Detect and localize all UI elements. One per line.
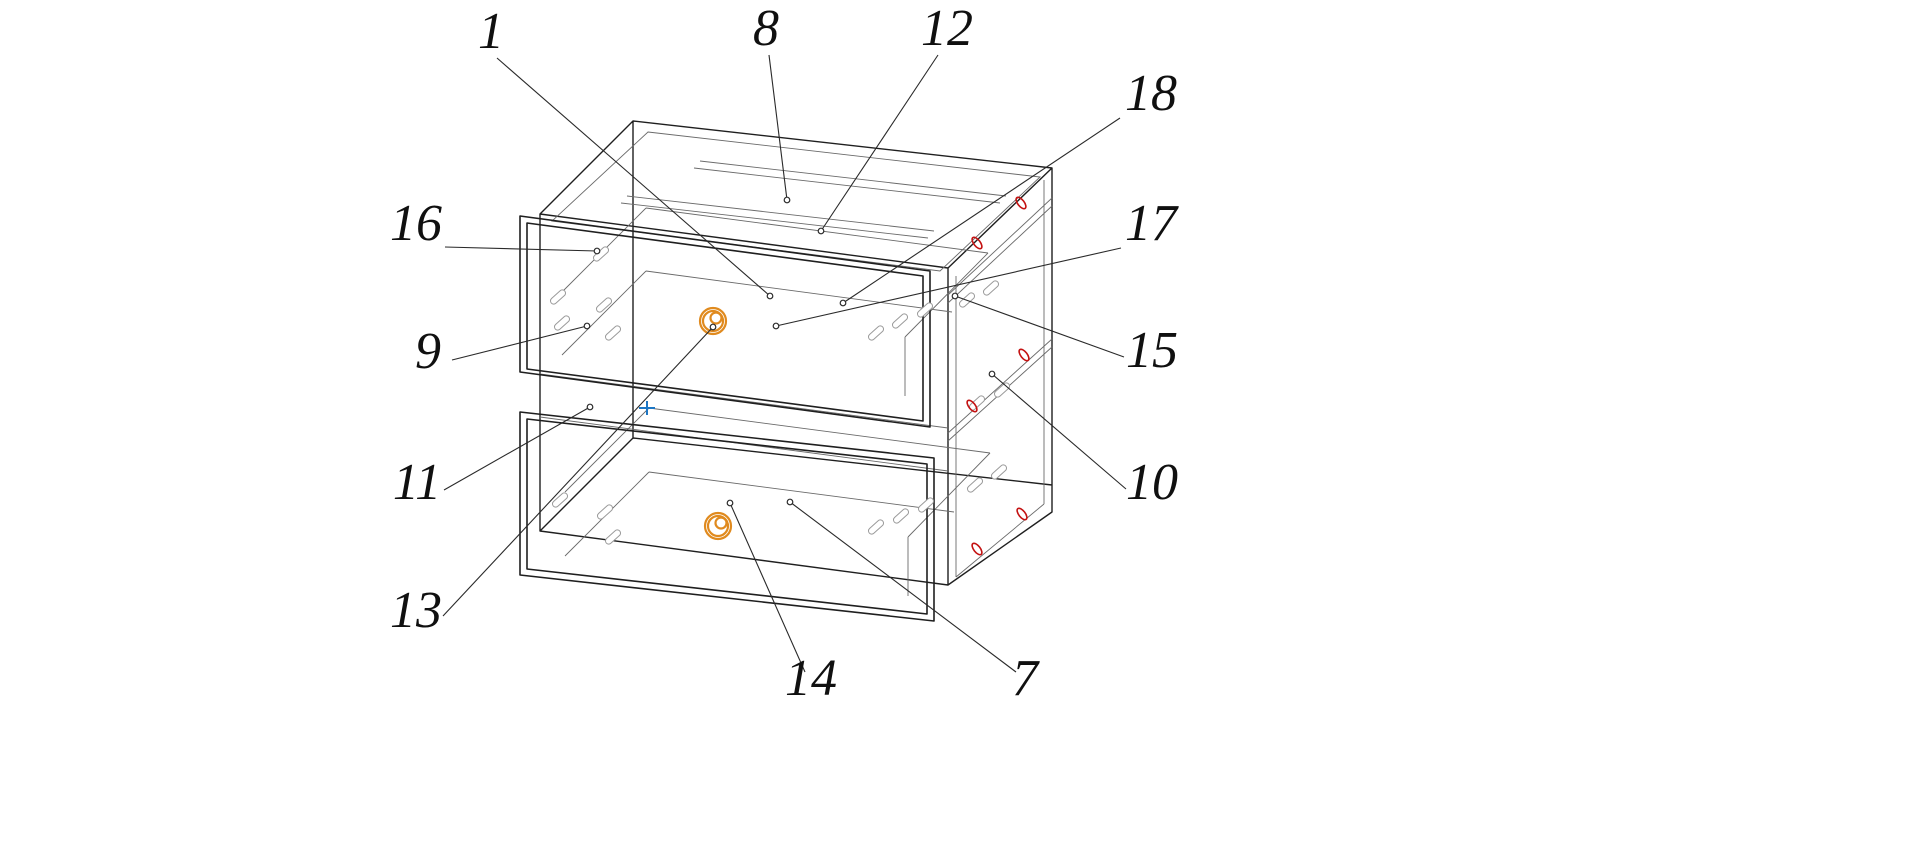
leader-endpoint — [726, 499, 734, 507]
center-mark — [639, 401, 655, 415]
leader-endpoint — [586, 403, 594, 411]
leader-endpoint — [766, 292, 774, 300]
callout-label-17: 17 — [1125, 195, 1179, 252]
dowel-pin — [604, 529, 622, 545]
upper-drawer-knob — [698, 306, 728, 336]
screw-mark — [1015, 196, 1027, 210]
leader-endpoints — [583, 196, 996, 507]
leader-endpoint — [786, 498, 794, 506]
callout-label-10: 10 — [1126, 454, 1178, 511]
leader-endpoint — [951, 292, 959, 300]
callouts: 1 8 12 18 16 17 9 15 11 10 13 14 7 — [390, 0, 1179, 707]
dowel-pin — [595, 297, 613, 313]
callout-label-11: 11 — [393, 454, 441, 511]
lower-drawer-knob — [703, 511, 733, 541]
dowel-pin — [982, 280, 1000, 296]
dowel-pin — [990, 464, 1008, 480]
lower-drawer-front — [519, 411, 935, 622]
dowel-pin — [867, 325, 885, 341]
carcass-outline — [539, 120, 1053, 586]
dowel-pin — [892, 508, 910, 524]
callout-label-8: 8 — [753, 0, 779, 57]
screw-mark — [1016, 507, 1028, 521]
upper-drawer-front — [519, 215, 931, 428]
screw-marks — [966, 196, 1030, 556]
callout-label-15: 15 — [1126, 322, 1178, 379]
dowel-pin — [604, 325, 622, 341]
screw-mark — [971, 236, 983, 250]
leader-endpoint — [988, 370, 996, 378]
callout-label-14: 14 — [785, 650, 837, 707]
callout-label-12: 12 — [921, 0, 973, 57]
leader-endpoint — [783, 196, 791, 204]
leader-endpoint — [593, 247, 601, 255]
dowel-pin — [966, 477, 984, 493]
callout-label-1: 1 — [478, 3, 504, 60]
dowel-pin — [867, 519, 885, 535]
dowel-pin — [551, 492, 569, 508]
leader-endpoint — [709, 323, 717, 331]
leader-lines — [442, 54, 1127, 673]
screw-mark — [966, 399, 978, 413]
dowel-pins — [549, 246, 1011, 545]
dowel-pin — [549, 289, 567, 305]
cabinet-wireframe — [519, 120, 1053, 622]
callout-label-7: 7 — [1012, 650, 1040, 707]
dowel-pin — [596, 504, 614, 520]
screw-mark — [971, 542, 983, 556]
dowel-pin — [917, 497, 935, 513]
dowel-pin — [891, 313, 909, 329]
leader-endpoint — [772, 322, 780, 330]
leader-endpoint — [839, 299, 847, 307]
screw-mark — [1018, 348, 1030, 362]
callout-label-16: 16 — [390, 195, 442, 252]
dowel-pin — [592, 246, 610, 262]
carcass-inner-lines — [539, 131, 1053, 578]
leader-endpoint — [583, 322, 591, 330]
leader-endpoint — [817, 227, 825, 235]
dowel-pin — [553, 315, 571, 331]
callout-label-9: 9 — [415, 323, 441, 380]
dowel-pin — [916, 302, 934, 318]
callout-label-13: 13 — [390, 582, 442, 639]
callout-label-18: 18 — [1125, 65, 1177, 122]
